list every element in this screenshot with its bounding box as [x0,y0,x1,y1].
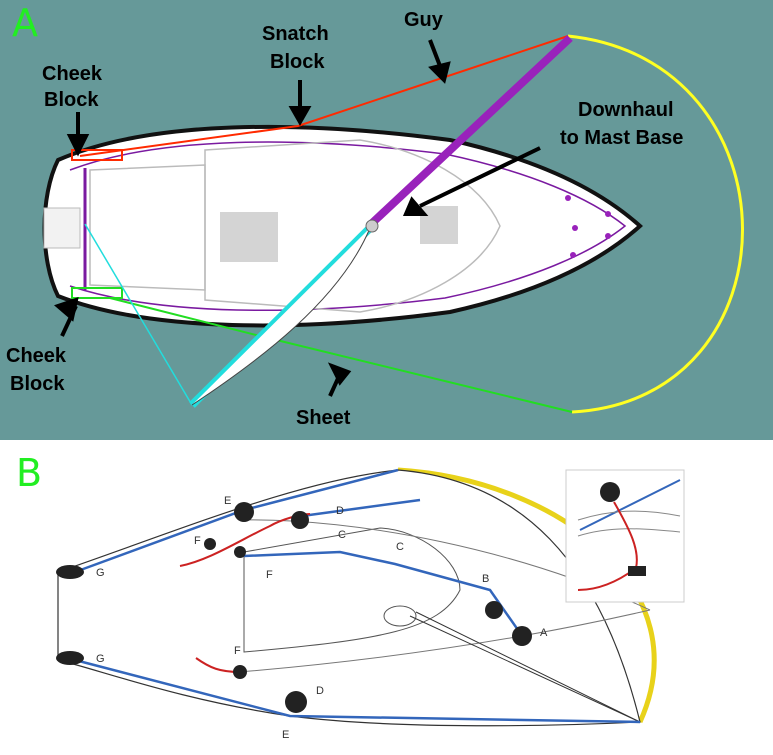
label-cheek-block-top-1: Cheek [42,63,103,85]
panel-a: A [0,0,773,440]
transom-seat [43,207,81,249]
b-label-f-bottom: F [234,645,241,657]
label-sheet: Sheet [296,407,351,429]
mast-b [383,605,417,627]
boom-sheet [84,223,193,406]
b-label-g-top: G [96,567,105,579]
b-label-b: B [482,573,489,585]
mast [365,219,379,233]
blocks-b [56,502,532,713]
hull-outline [42,124,643,328]
b-label-f-top: F [194,535,201,547]
annotation-arrows [54,39,541,397]
forward-hatch [420,206,458,244]
label-downhaul-1: Downhaul [578,99,674,121]
panel-b: B [0,440,773,755]
label-snatch-block-2: Block [270,51,325,73]
panel-a-diagram: Guy Snatch Block Cheek Block Downhaul to… [6,9,744,429]
inset-detail [565,469,685,603]
spinnaker-curve [567,34,744,414]
spinnaker-pole [367,35,573,228]
b-label-c2: C [396,541,404,553]
label-guy: Guy [404,9,444,31]
b-label-d-top: D [336,505,344,517]
b-label-d-bottom: D [316,685,324,697]
deck-fittings [565,195,611,258]
panel-a-letter: A [12,1,38,45]
cabin-outline [204,139,501,313]
panel-b-diagram: E D F F C C B A F D E G G [56,467,685,741]
label-cheek-block-top-2: Block [44,89,99,111]
deck-outline-b [243,527,461,653]
cheek-block-top [71,149,123,161]
guy-line [79,35,569,157]
label-snatch-block-1: Snatch [262,23,329,45]
mainsail [191,227,371,406]
hatch [220,212,278,262]
b-label-e-bottom: E [282,729,289,741]
b-label-e-top: E [224,495,231,507]
label-cheek-block-bottom-1: Cheek [6,345,67,367]
label-cheek-block-bottom-2: Block [10,373,65,395]
b-label-f-top2: F [266,569,273,581]
b-label-a: A [540,627,548,639]
b-label-c1: C [338,529,346,541]
deck-line-b2 [239,609,651,673]
panel-b-letter: B [16,451,43,495]
cockpit-outline [89,164,206,291]
hull-inner-outline [69,141,627,312]
cheek-block-bottom [71,287,123,299]
label-downhaul-2: to Mast Base [560,127,683,149]
b-label-g-bottom: G [96,653,105,665]
pole-lines-b [409,611,641,723]
